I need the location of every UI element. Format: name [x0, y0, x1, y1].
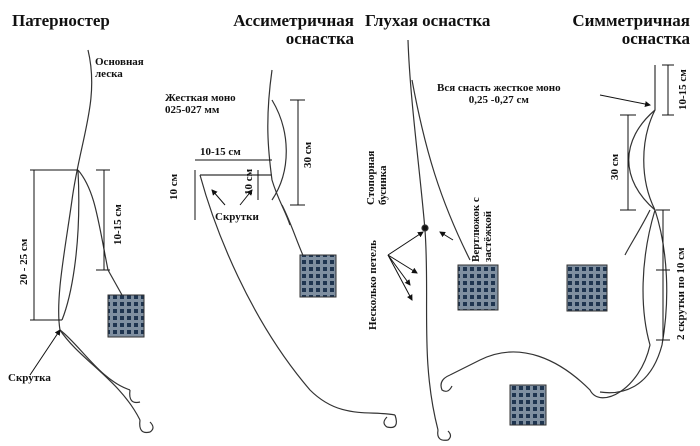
- symmetric-loop-left: [628, 109, 656, 211]
- swivel-label: Вертлюжок с застёжкой: [470, 197, 494, 262]
- twists-label: Скрутки: [215, 211, 259, 223]
- blind-title: Глухая оснастка: [365, 11, 491, 30]
- hook-icon: [440, 374, 453, 392]
- asymmetric-dim-horizontal: 10-15 см: [200, 146, 241, 158]
- asymmetric-dim-vertical: 30 см: [302, 141, 314, 168]
- paternoster-main-line: [58, 49, 141, 421]
- paternoster-branch-line: [61, 169, 80, 321]
- asymmetric-dim-left2: 10 см: [243, 168, 255, 195]
- feeder-icon: [299, 254, 337, 298]
- asymmetric-mono-label: Жесткая моно 025-027 мм: [165, 92, 236, 116]
- hook-icon: [437, 429, 452, 441]
- paternoster-hook-2: [129, 389, 141, 404]
- symmetric-dim-long: 30 см: [609, 153, 621, 180]
- feeder-icon: [107, 294, 145, 338]
- paternoster-feeder-link: [77, 169, 109, 271]
- blind-rig: [387, 39, 547, 441]
- asymmetric-rig: [194, 69, 397, 429]
- blind-feeder-line: [411, 79, 471, 261]
- twist-label: Скрутка: [8, 372, 51, 384]
- blind-main-line: [407, 39, 439, 431]
- dim-short-label: 10-15 см: [112, 204, 124, 245]
- symmetric-main-line: [449, 65, 656, 399]
- symmetric-dim-twists: 2 скрутки по 10 см: [675, 247, 687, 341]
- asymmetric-feeder-link: [281, 204, 306, 261]
- feeder-icon: [509, 384, 547, 426]
- symmetric-feeder-link: [624, 209, 651, 256]
- asymmetric-dim-left: 10 см: [168, 173, 180, 200]
- asymmetric-title-line: Ассиметричная оснастка: [233, 11, 354, 48]
- loops-label: Несколько петель: [367, 240, 379, 330]
- symmetric-twists-line: [599, 209, 668, 394]
- feeder-icon: [566, 264, 608, 312]
- symmetric-title: Симметричная оснастка: [534, 12, 690, 48]
- symmetric-title-line: Симметричная оснастка: [572, 11, 690, 48]
- dim-long-label: 20 - 25 см: [18, 238, 30, 285]
- paternoster-hook-left: [59, 329, 131, 391]
- asymmetric-loop: [271, 99, 287, 201]
- symmetric-dim-top: 10-15 см: [677, 69, 689, 110]
- symmetric-mono-label: Вся снасть жесткое моно 0,25 -0,27 см: [437, 82, 561, 106]
- hook-icon: [139, 419, 154, 434]
- paternoster-rig: [29, 49, 154, 434]
- main-line-label: Основная леска: [95, 56, 144, 80]
- symmetric-rig: [440, 64, 674, 399]
- paternoster-title: Патерностер: [12, 11, 110, 30]
- stopper-bead-icon: [421, 224, 429, 232]
- hook-icon: [383, 414, 397, 429]
- stopper-label: Стопорная бусинка: [365, 150, 389, 205]
- feeder-icon: [457, 264, 499, 311]
- asymmetric-title: Ассиметричная оснастка: [178, 12, 354, 48]
- asymmetric-hook-line: [199, 174, 396, 416]
